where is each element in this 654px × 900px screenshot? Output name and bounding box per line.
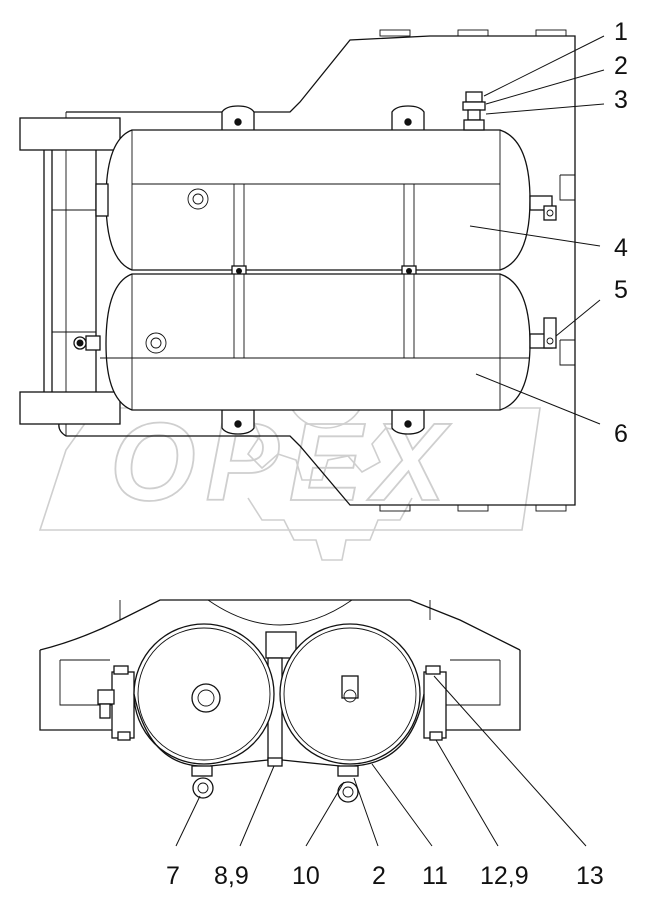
callout-4: 4 bbox=[614, 234, 628, 262]
callout-8-9: 8,9 bbox=[214, 862, 249, 890]
upper-receiver-tank bbox=[95, 129, 557, 271]
left-tank-section bbox=[133, 623, 275, 765]
watermark-text: OPEX bbox=[110, 401, 456, 524]
callout-6: 6 bbox=[614, 420, 628, 448]
right-tank-section bbox=[279, 623, 421, 765]
tank-clamps bbox=[231, 265, 417, 277]
callout-2b: 2 bbox=[372, 862, 386, 890]
top-leaders bbox=[469, 35, 605, 425]
callout-1: 1 bbox=[614, 18, 628, 46]
drain-ring-right bbox=[337, 765, 359, 803]
callout-10: 10 bbox=[292, 862, 320, 890]
left-bracket bbox=[19, 117, 121, 425]
upper-mount-ears bbox=[221, 105, 425, 133]
callout-11: 11 bbox=[422, 862, 448, 890]
lower-mount-ears bbox=[221, 409, 425, 435]
callout-7: 7 bbox=[166, 862, 180, 890]
callout-3: 3 bbox=[614, 86, 628, 114]
callout-5: 5 bbox=[614, 276, 628, 304]
end-frame-outline bbox=[39, 599, 521, 731]
callout-13: 13 bbox=[576, 862, 604, 890]
end-view: 7 8,9 10 2 11 12,9 13 bbox=[39, 599, 604, 890]
lower-receiver-tank bbox=[73, 273, 557, 411]
top-fittings bbox=[462, 91, 486, 131]
watermark: OPEX bbox=[38, 295, 541, 561]
drain-ring-left bbox=[191, 765, 214, 799]
bottom-leaders bbox=[175, 675, 587, 847]
top-view: 1 2 3 4 5 6 bbox=[19, 18, 628, 512]
frame-outline bbox=[58, 35, 576, 506]
callout-2: 2 bbox=[614, 52, 628, 80]
callout-12-9: 12,9 bbox=[480, 862, 529, 890]
